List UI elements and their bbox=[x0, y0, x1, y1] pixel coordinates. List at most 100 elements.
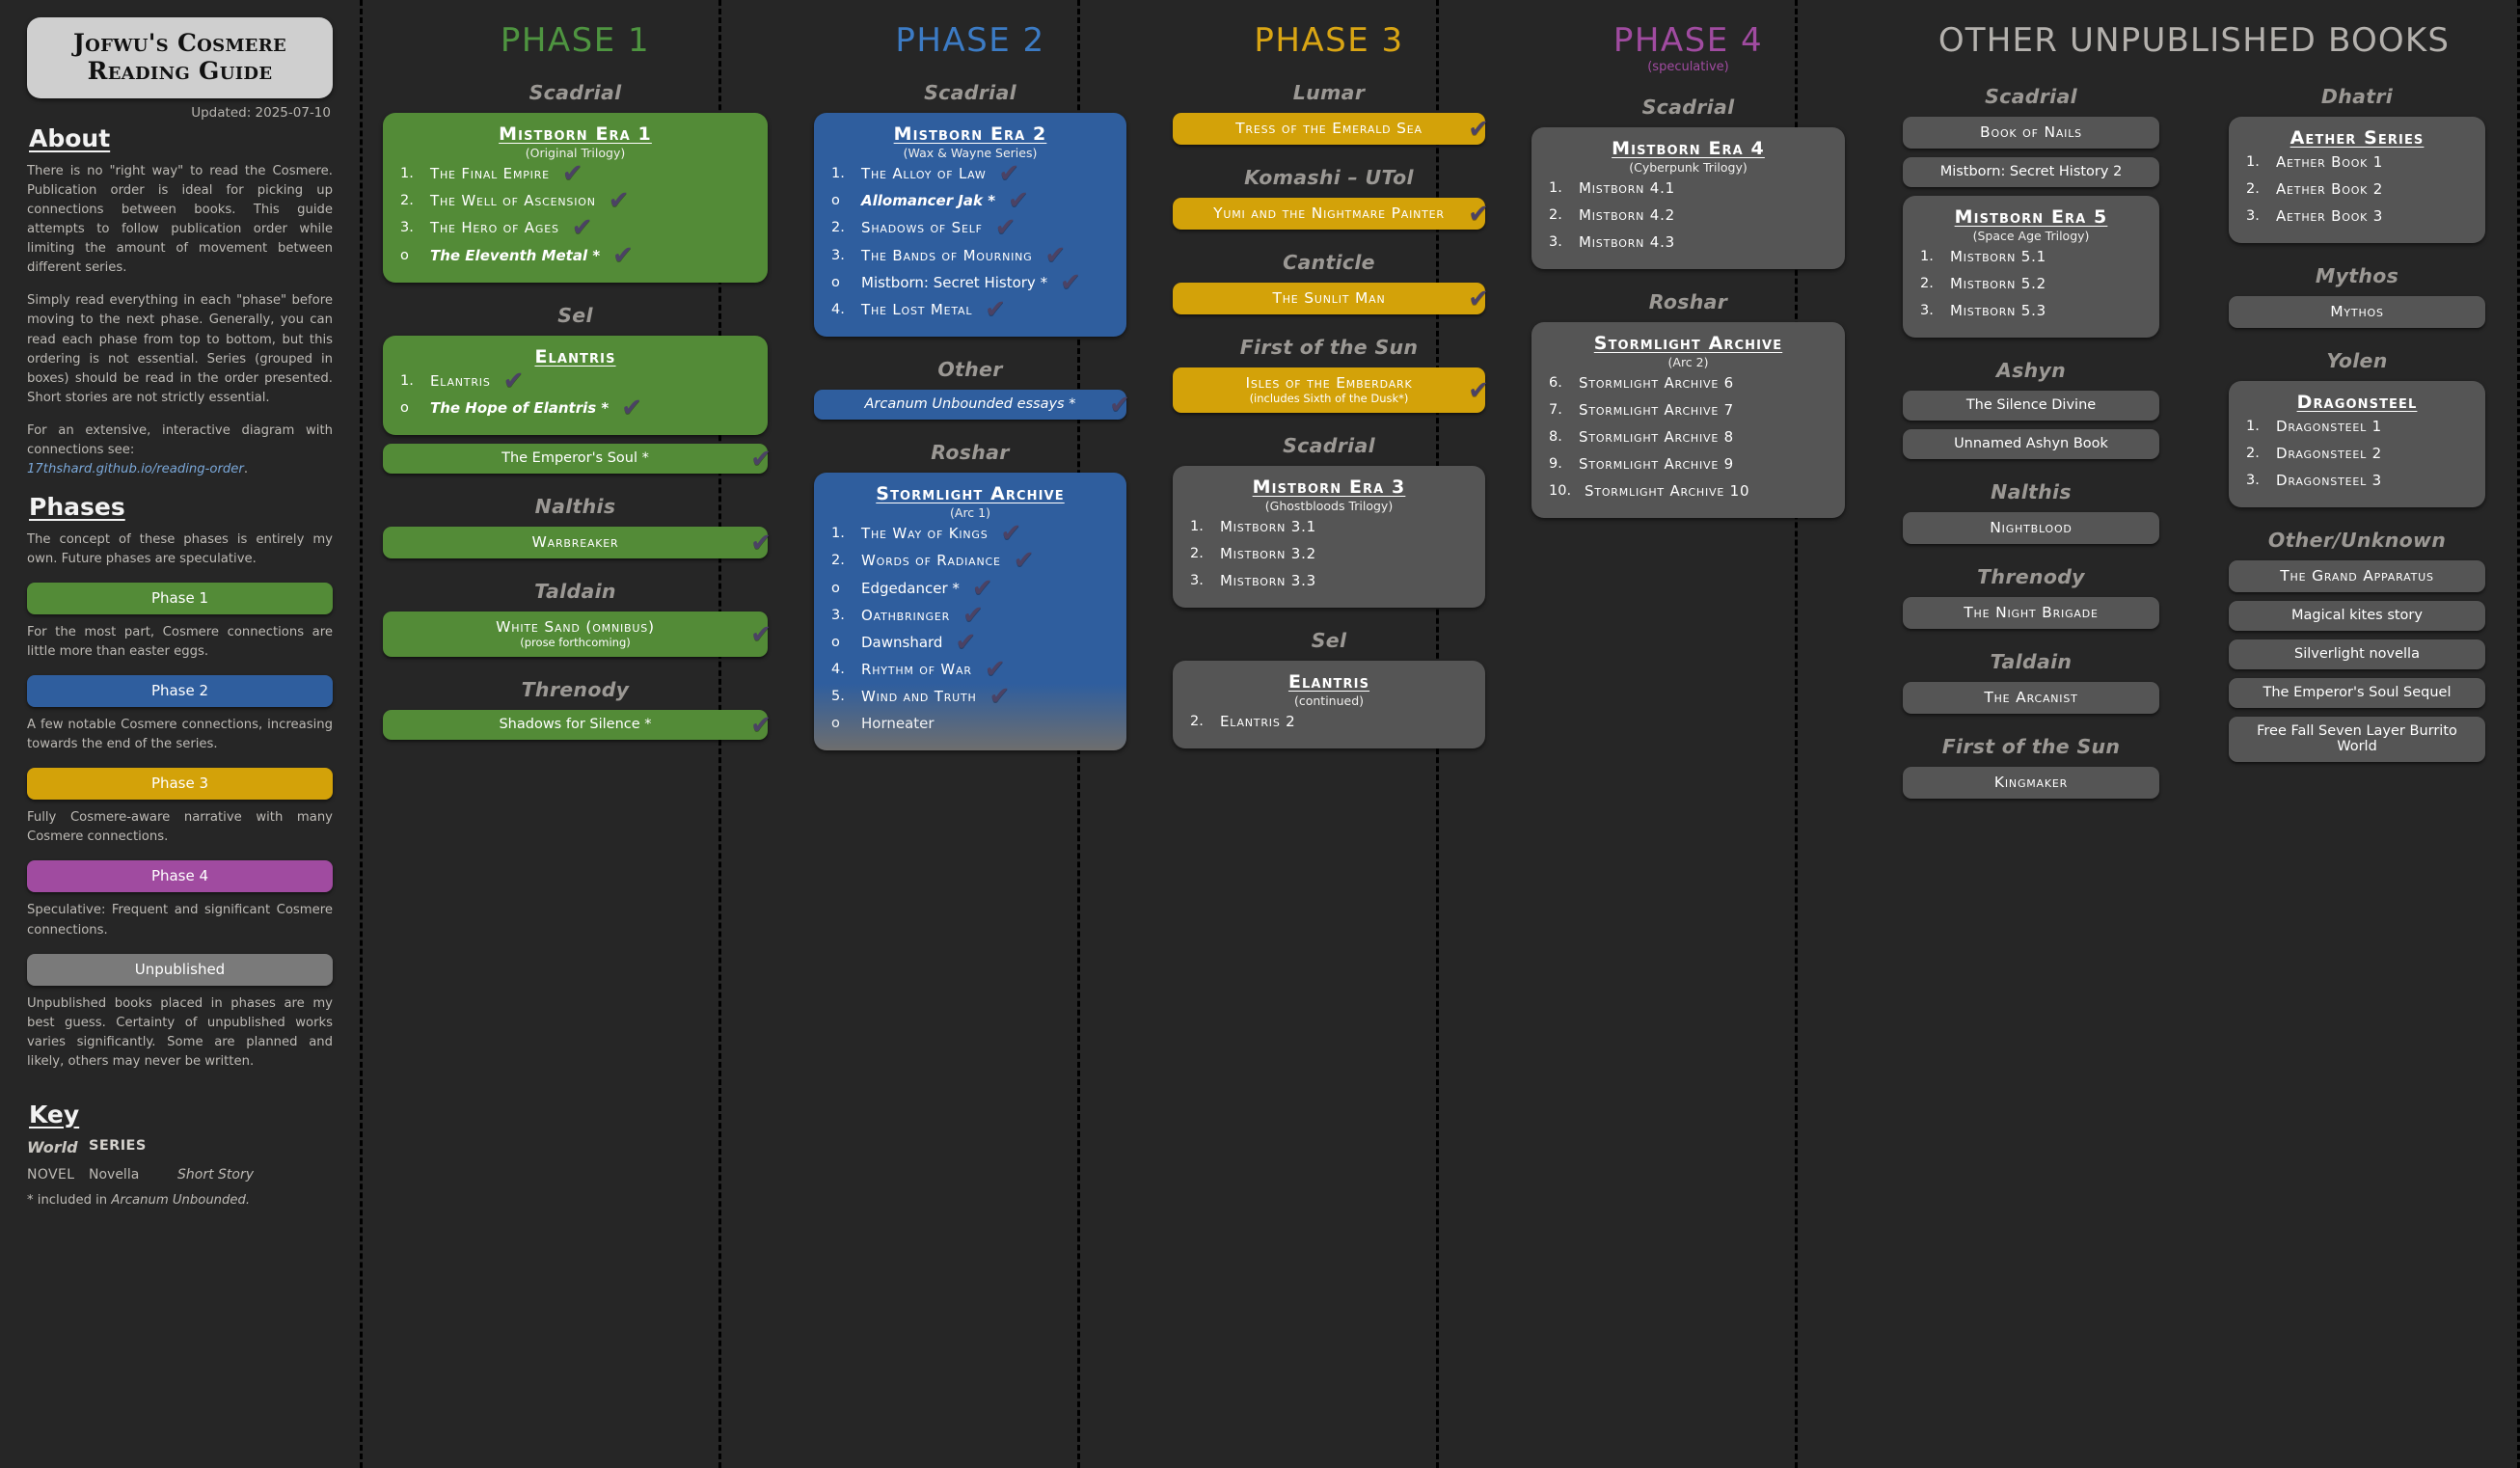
book-card[interactable]: The Grand Apparatus bbox=[2229, 560, 2485, 592]
world-heading: Dhatri bbox=[2320, 85, 2394, 108]
key-novel-label: NOVEL bbox=[27, 1166, 75, 1183]
reading-order-link[interactable]: 17thshard.github.io/reading-order bbox=[27, 461, 244, 476]
world-heading: Roshar bbox=[931, 441, 1010, 465]
series-entry[interactable]: 2.Dragonsteel 2 bbox=[2242, 440, 2472, 467]
book-card[interactable]: Yumi and the Nightmare Painter✔ bbox=[1173, 198, 1489, 230]
book-title: The Sunlit Man bbox=[1272, 289, 1386, 307]
series-entry[interactable]: 1.Elantris✔ bbox=[396, 367, 754, 394]
series-entry[interactable]: 2.Shadows of Self✔ bbox=[827, 214, 1113, 241]
legend-chip-phase-1[interactable]: Phase 1 bbox=[27, 583, 333, 615]
book-card[interactable]: White Sand (omnibus)(prose forthcoming)✔ bbox=[383, 612, 772, 658]
check-icon: ✔ bbox=[1468, 284, 1489, 313]
legend-chip-phase-2[interactable]: Phase 2 bbox=[27, 675, 333, 708]
book-card[interactable]: Kingmaker bbox=[1903, 767, 2159, 799]
book-card[interactable]: Mythos bbox=[2229, 296, 2485, 328]
series-subtitle: (Space Age Trilogy) bbox=[1972, 229, 2090, 243]
entry-number: 2. bbox=[1190, 546, 1204, 561]
check-icon: ✔ bbox=[561, 159, 583, 188]
book-card[interactable]: The Arcanist bbox=[1903, 682, 2159, 714]
entry-title: The Bands of Mourning bbox=[861, 246, 1033, 264]
book-card[interactable]: Magical kites story bbox=[2229, 601, 2485, 631]
series-entry[interactable]: 2.Mistborn 5.2 bbox=[1916, 270, 2146, 297]
check-icon: ✔ bbox=[1060, 267, 1081, 297]
legend-desc-1: For the most part, Cosmere connections a… bbox=[27, 625, 333, 660]
book-card[interactable]: Unnamed Ashyn Book bbox=[1903, 429, 2159, 459]
series-entry[interactable]: 3.Oathbringer✔ bbox=[827, 602, 1113, 629]
series-entry[interactable]: 1.Mistborn 5.1 bbox=[1916, 243, 2146, 270]
book-card[interactable]: The Emperor's Soul *✔ bbox=[383, 444, 772, 475]
check-icon: ✔ bbox=[621, 393, 643, 422]
series-entry[interactable]: 2.Elantris 2 bbox=[1186, 708, 1472, 735]
world-heading: Scadrial bbox=[1985, 85, 2077, 108]
book-card[interactable]: The Emperor's Soul Sequel bbox=[2229, 678, 2485, 708]
book-card[interactable]: Mistborn: Secret History 2 bbox=[1903, 157, 2159, 187]
book-card[interactable]: Arcanum Unbounded essays *✔ bbox=[814, 390, 1130, 421]
series-entry[interactable]: 1.Mistborn 3.1 bbox=[1186, 513, 1472, 540]
book-card[interactable]: The Night Brigade bbox=[1903, 597, 2159, 629]
entry-number: 1. bbox=[831, 166, 845, 182]
series-entry[interactable]: 2.Mistborn 4.2 bbox=[1545, 202, 1831, 229]
series-entry[interactable]: 1.The Final Empire✔ bbox=[396, 160, 754, 187]
book-card[interactable]: Tress of the Emerald Sea✔ bbox=[1173, 113, 1489, 145]
series-entry[interactable]: 8.Stormlight Archive 8 bbox=[1545, 423, 1831, 450]
entry-title: Mistborn 5.3 bbox=[1950, 302, 2046, 319]
book-card[interactable]: Free Fall Seven Layer Burrito World bbox=[2229, 717, 2485, 762]
series-entry[interactable]: 1.The Alloy of Law✔ bbox=[827, 160, 1113, 187]
series-entry[interactable]: 4.Rhythm of War✔ bbox=[827, 656, 1113, 683]
series-entry[interactable]: 3.Aether Book 3 bbox=[2242, 203, 2472, 230]
book-title: Arcanum Unbounded essays * bbox=[864, 396, 1076, 413]
legend-chip-unpublished[interactable]: Unpublished bbox=[27, 953, 333, 986]
book-card[interactable]: Silverlight novella bbox=[2229, 639, 2485, 669]
entry-number: 1. bbox=[1190, 519, 1204, 534]
series-entry[interactable]: 2.Words of Radiance✔ bbox=[827, 547, 1113, 574]
series-entry[interactable]: 9.Stormlight Archive 9 bbox=[1545, 450, 1831, 477]
book-title: Unnamed Ashyn Book bbox=[1954, 436, 2108, 451]
series-entry[interactable]: 4.The Lost Metal✔ bbox=[827, 296, 1113, 323]
world-heading: Threnody bbox=[1977, 565, 2085, 588]
entry-title: Mistborn 4.2 bbox=[1579, 206, 1675, 224]
legend-chip-phase-4[interactable]: Phase 4 bbox=[27, 860, 333, 893]
world-heading: Threnody bbox=[521, 678, 630, 702]
series-entry[interactable]: 10.Stormlight Archive 10 bbox=[1545, 477, 1831, 504]
series-entry[interactable]: 2.Mistborn 3.2 bbox=[1186, 540, 1472, 567]
entry-number: 3. bbox=[2246, 473, 2260, 488]
book-card[interactable]: Warbreaker✔ bbox=[383, 527, 772, 559]
legend-desc-3: Fully Cosmere-aware narrative with many … bbox=[27, 810, 333, 845]
entry-number: 2. bbox=[2246, 181, 2260, 197]
book-card[interactable]: Shadows for Silence *✔ bbox=[383, 710, 772, 741]
series-entry[interactable]: 1.Mistborn 4.1 bbox=[1545, 175, 1831, 202]
book-card[interactable]: Nightblood bbox=[1903, 512, 2159, 544]
about-paragraph-3: For an extensive, interactive diagram wi… bbox=[27, 421, 333, 479]
series-entry[interactable]: 3.Mistborn 4.3 bbox=[1545, 229, 1831, 256]
legend-chip-phase-3[interactable]: Phase 3 bbox=[27, 768, 333, 801]
series-entry[interactable]: 2.The Well of Ascension✔ bbox=[396, 187, 754, 214]
series-entry[interactable]: 7.Stormlight Archive 7 bbox=[1545, 396, 1831, 423]
book-title: Mythos bbox=[2330, 303, 2384, 320]
series-entry[interactable]: 1.The Way of Kings✔ bbox=[827, 520, 1113, 547]
book-card[interactable]: The Sunlit Man ✔ bbox=[1173, 283, 1489, 314]
book-card[interactable]: Book of Nails bbox=[1903, 117, 2159, 149]
series-entry[interactable]: 3.Mistborn 3.3 bbox=[1186, 567, 1472, 594]
series-entry[interactable]: 3.Mistborn 5.3 bbox=[1916, 297, 2146, 324]
book-card[interactable]: Isles of the Emberdark(includes Sixth of… bbox=[1173, 367, 1489, 413]
series-entry[interactable]: 5.Wind and Truth✔ bbox=[827, 683, 1113, 710]
book-card[interactable]: The Silence Divine bbox=[1903, 391, 2159, 421]
series-entry[interactable]: 1.Aether Book 1 bbox=[2242, 149, 2472, 176]
series-entry[interactable]: 3.The Bands of Mourning✔ bbox=[827, 242, 1113, 269]
series-entry[interactable]: 3.Dragonsteel 3 bbox=[2242, 467, 2472, 494]
series-entry[interactable]: 3.The Hero of Ages✔ bbox=[396, 214, 754, 241]
book-title: The Grand Apparatus bbox=[2280, 567, 2434, 584]
series-entry[interactable]: 6.Stormlight Archive 6 bbox=[1545, 369, 1831, 396]
series-entry[interactable]: 1.Dragonsteel 1 bbox=[2242, 413, 2472, 440]
series-entry[interactable]: 2.Aether Book 2 bbox=[2242, 176, 2472, 203]
